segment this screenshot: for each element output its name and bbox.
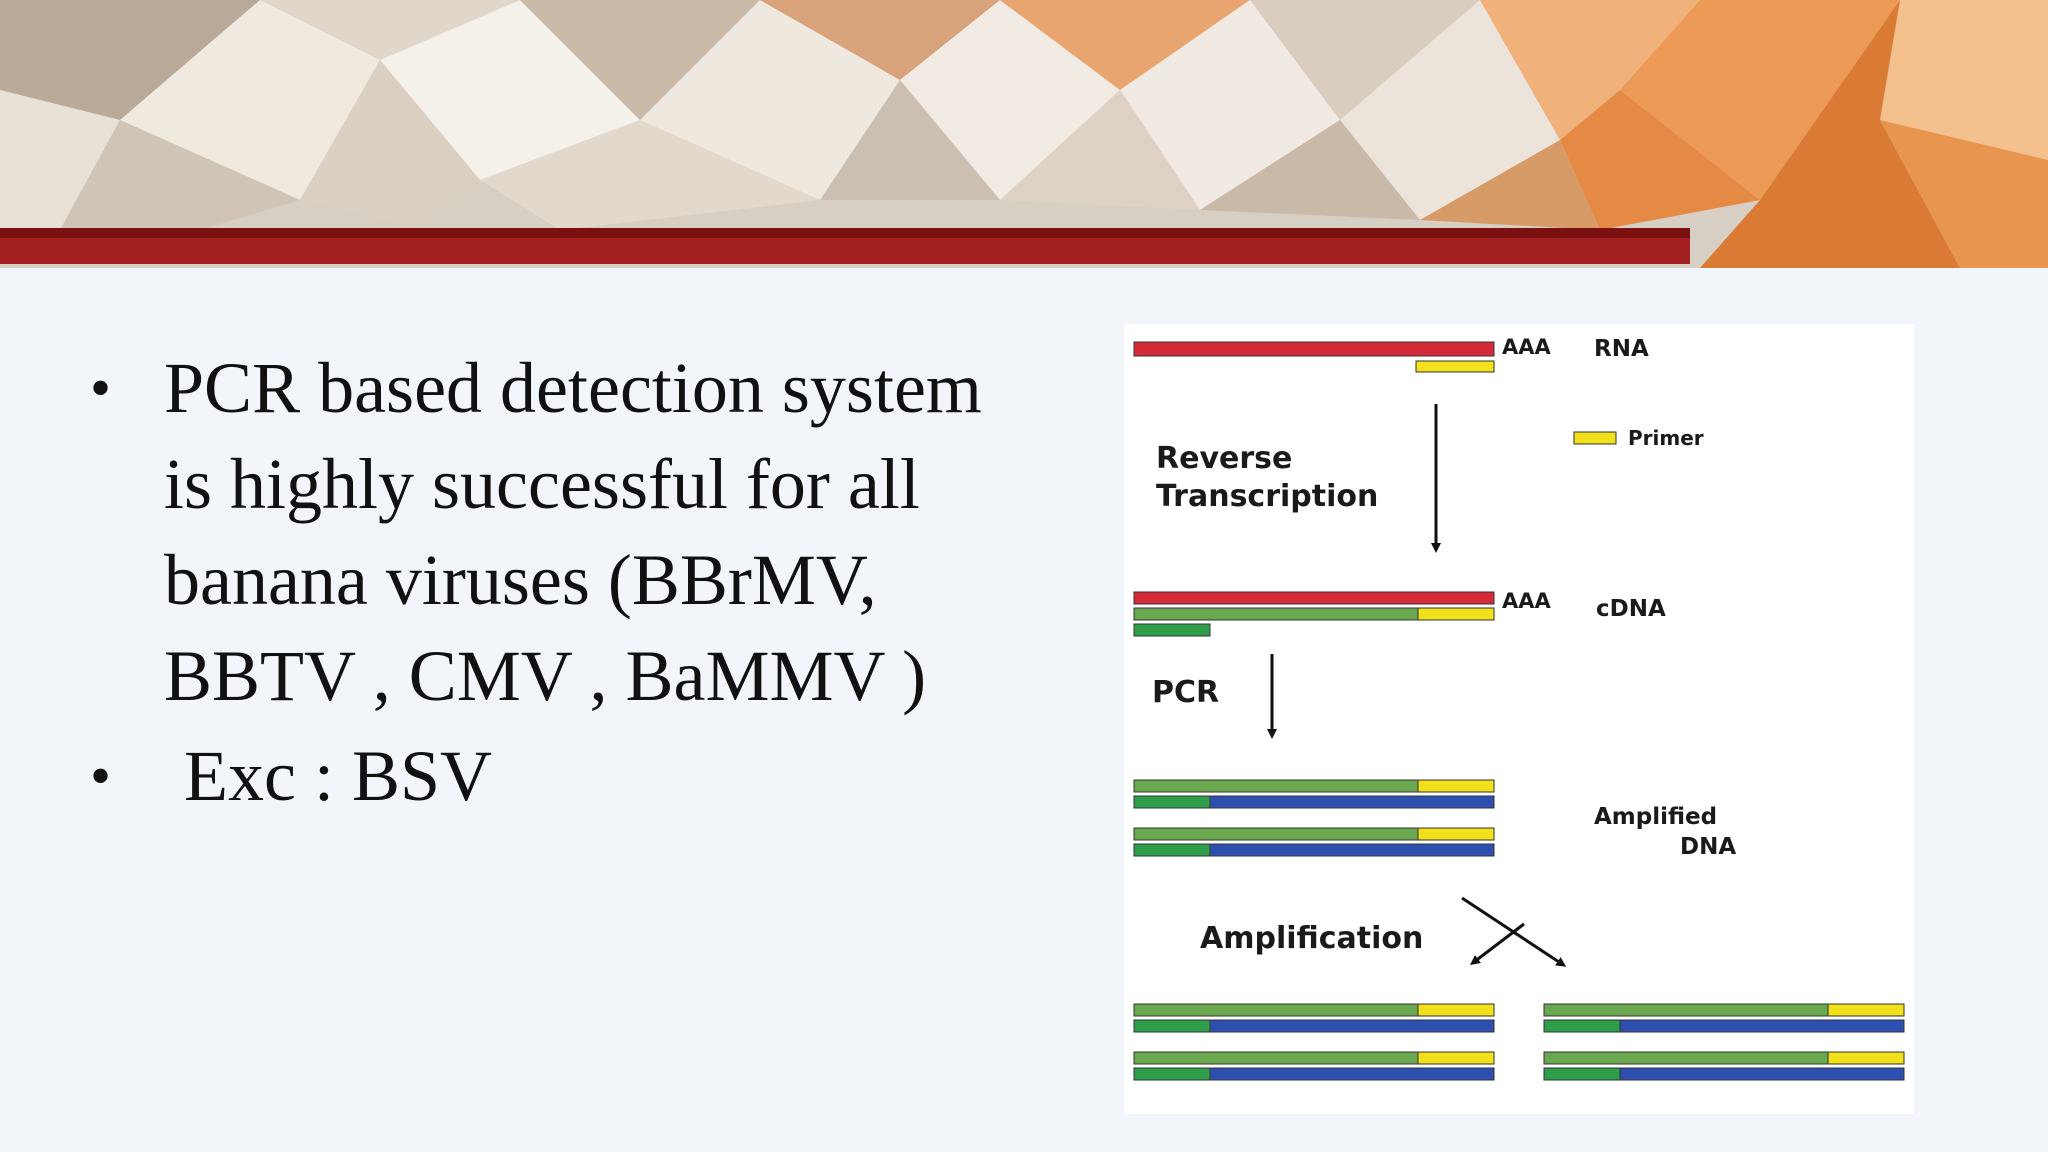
banner-image — [0, 0, 2048, 268]
cdna-label: cDNA — [1596, 596, 1666, 622]
dna-strand — [1133, 827, 1419, 841]
bullet-item: • Exc : BSV — [80, 728, 1040, 824]
rt-pcr-diagram: AAA RNA Primer Reverse Transcription AAA… — [1124, 324, 1914, 1114]
dna-strand — [1543, 1051, 1829, 1065]
poly-a-label: AAA — [1502, 589, 1552, 613]
amplified-dna-pair — [1133, 779, 1495, 809]
bullet-text: PCR based detection system is highly suc… — [164, 348, 982, 716]
primer-legend-swatch — [1573, 431, 1617, 445]
dna-primer-complement — [1133, 1067, 1211, 1081]
rna-label: RNA — [1594, 336, 1649, 362]
amplified-label: Amplified — [1594, 804, 1717, 830]
dna-complement-strand — [1209, 1067, 1495, 1081]
dna-complement-strand — [1619, 1067, 1905, 1081]
transcription-label: Transcription — [1156, 479, 1378, 514]
arrow-diagonal-icon — [1470, 922, 1525, 966]
dna-complement-strand — [1619, 1019, 1905, 1033]
cdna-primer — [1417, 607, 1495, 621]
dna-label: DNA — [1680, 834, 1736, 860]
pcr-label: PCR — [1152, 675, 1219, 710]
rna-primer — [1415, 360, 1495, 373]
amplified-dna-pair — [1543, 1051, 1905, 1081]
dna-primer — [1827, 1003, 1905, 1017]
dna-complement-strand — [1209, 795, 1495, 809]
amplification-label: Amplification — [1200, 921, 1423, 956]
dna-primer-complement — [1133, 843, 1211, 857]
dna-complement-strand — [1209, 1019, 1495, 1033]
bullet-list: • PCR based detection system is highly s… — [80, 340, 1040, 824]
dna-strand — [1133, 1003, 1419, 1017]
dna-primer — [1827, 1051, 1905, 1065]
dna-strand — [1543, 1003, 1829, 1017]
dna-strand — [1133, 779, 1419, 793]
bullet-text: Exc : BSV — [184, 736, 493, 816]
dna-strand — [1133, 1051, 1419, 1065]
dna-primer — [1417, 1003, 1495, 1017]
dna-primer — [1417, 779, 1495, 793]
cdna-short-strand — [1133, 623, 1211, 637]
amplified-dna-pair — [1133, 827, 1495, 857]
amplified-dna-pair — [1133, 1051, 1495, 1081]
rt-pcr-diagram-svg: AAA RNA Primer Reverse Transcription AAA… — [1133, 335, 1905, 1081]
dna-primer — [1417, 827, 1495, 841]
arrow-diagonal-icon — [1461, 896, 1567, 967]
dna-primer-complement — [1543, 1019, 1621, 1033]
dna-primer-complement — [1133, 1019, 1211, 1033]
reverse-label: Reverse — [1156, 441, 1292, 476]
cdna-rna-strand — [1133, 591, 1495, 605]
rna-strand — [1133, 341, 1495, 357]
dna-primer-complement — [1543, 1067, 1621, 1081]
primer-legend-label: Primer — [1628, 426, 1704, 450]
amplified-dna-pair — [1543, 1003, 1905, 1033]
cdna-strand — [1133, 607, 1419, 621]
header-banner — [0, 0, 2048, 268]
bullet-dot: • — [90, 355, 112, 421]
dna-primer-complement — [1133, 795, 1211, 809]
amplified-dna-pair — [1133, 1003, 1495, 1033]
poly-a-label: AAA — [1502, 335, 1552, 359]
bullet-item: • PCR based detection system is highly s… — [80, 340, 1040, 724]
dna-complement-strand — [1209, 843, 1495, 857]
dna-primer — [1417, 1051, 1495, 1065]
bullet-dot: • — [90, 743, 112, 809]
